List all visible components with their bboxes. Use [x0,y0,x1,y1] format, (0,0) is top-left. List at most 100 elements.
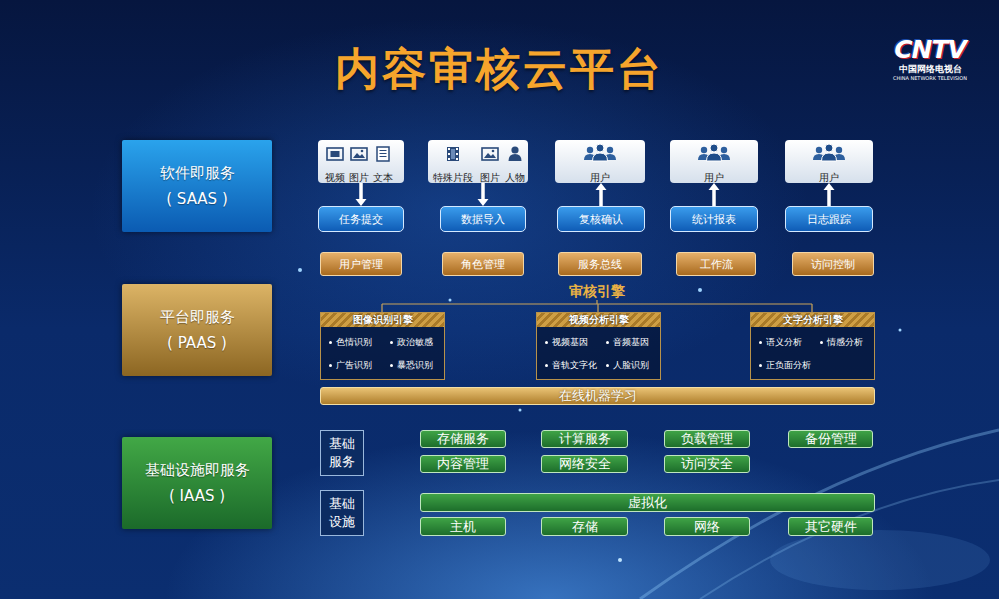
box-label: 访问安全 [681,455,733,473]
function-button: 统计报表 [670,206,758,232]
panel-item-text: 视频基因 [552,336,588,349]
function-button: 任务提交 [318,206,404,232]
bullet-dot [545,341,548,344]
platform-tab: 服务总线 [558,252,642,276]
panel-item: 视频基因 [545,336,606,349]
panel-title: 视频分析引擎 [569,313,629,327]
flow-arrow [824,183,835,206]
box-label: 主机 [450,518,476,536]
sparkle [698,288,702,292]
panel-item: 政治敏感 [390,336,451,349]
icon-part [822,153,837,161]
arrow-shaft [712,189,716,206]
service-pill: 网络安全 [541,455,628,473]
icon-part [825,144,833,152]
bullet-dot [390,364,393,367]
icon-part [327,148,343,160]
engine-label-wrap: 审核引擎 [537,281,657,301]
flow-arrow [356,183,367,206]
icon-part [596,144,604,152]
icon-part [816,147,822,153]
service-pill: 主机 [420,517,506,536]
icon-part [492,150,495,153]
person-icon [509,146,522,161]
icon-part [448,158,450,160]
panel-item: 音频基因 [606,336,667,349]
box-label: 内容管理 [437,455,489,473]
sparkle [618,558,622,562]
panel-title: 文字分析引擎 [783,313,843,327]
box-label: 任务提交 [339,212,383,227]
platform-tab: 角色管理 [442,252,524,276]
logo-text: CHINA NETWORK TELEVISION [884,75,976,82]
engine-label: 审核引擎 [569,283,625,299]
card-caption: 人物 [505,171,525,184]
panel-item-text: 广告识别 [336,359,372,372]
layer-name: 软件即服务 [160,164,235,182]
box-label: 服务总线 [578,257,622,272]
bullet-dot [390,341,393,344]
layer-box: 软件即服务 ( SAAS ) [122,140,272,232]
box-label: 基础 服务 [327,435,357,471]
icon-part [351,148,367,160]
box-label: 日志跟踪 [807,212,851,227]
box-label: 复核确认 [579,212,623,227]
service-pill: 访问安全 [664,455,750,473]
icon-card: 用户 [555,140,645,183]
icon-card: 用户 [670,140,758,183]
card-caption: 用户 [704,171,724,184]
picture-icon [482,148,498,160]
document-icon [377,147,389,161]
panel-body: 语义分析情感分析正负面分析 [751,327,874,372]
panel-item: 语义分析 [759,336,820,349]
service-pill: 计算服务 [541,430,628,448]
card-face [428,140,528,183]
user-group-icon [813,144,845,161]
box-label: 统计报表 [692,212,736,227]
icon-part [607,147,613,153]
icon-part [710,144,718,152]
icon-part [447,147,459,161]
box-label: 存储 [572,518,598,536]
category-box: 基础 服务 [320,430,364,476]
icon-part [448,153,450,155]
icon-part [380,151,387,157]
box-label: 其它硬件 [805,518,857,536]
icon-part [361,150,364,153]
box-label: 在线机器学习 [559,387,637,405]
icon-part [707,153,722,161]
bullet-dot [759,364,762,367]
arrow-head [478,199,489,206]
function-button: 复核确认 [557,206,645,232]
panel-item: 广告识别 [329,359,390,372]
icon-part [484,153,496,158]
panel-item-text: 色情识别 [336,336,372,349]
flow-arrow [709,183,720,206]
icon-part [509,154,522,161]
card-face [555,140,645,183]
box-label: 访问控制 [811,257,855,272]
bullet-dot [759,341,762,344]
layer-name: 平台即服务 [160,308,235,326]
icon-part [456,148,458,150]
layer-abbr: ( SAAS ) [166,190,228,208]
engine-panel: 图像识别引擎色情识别政治敏感广告识别暴恐识别 [320,312,445,380]
service-pill: 网络 [664,517,750,536]
glow [770,530,990,590]
learning-bar: 在线机器学习 [320,387,875,405]
panel-item-text: 正负面分析 [766,359,811,372]
box-label: 负载管理 [681,430,733,448]
arrow-shaft [359,183,363,200]
card-caption: 用户 [819,171,839,184]
engine-panel: 文字分析引擎语义分析情感分析正负面分析 [750,312,875,380]
box-label: 备份管理 [805,430,857,448]
layer-abbr: ( IAAS ) [169,487,225,505]
card-caption: 用户 [590,171,610,184]
sparkle [899,329,902,332]
bullet-dot [606,341,609,344]
service-pill: 存储服务 [420,430,506,448]
card-face [785,140,873,183]
layer-box: 平台即服务( PAAS ) [122,284,272,376]
panel-item-text: 情感分析 [827,336,863,349]
